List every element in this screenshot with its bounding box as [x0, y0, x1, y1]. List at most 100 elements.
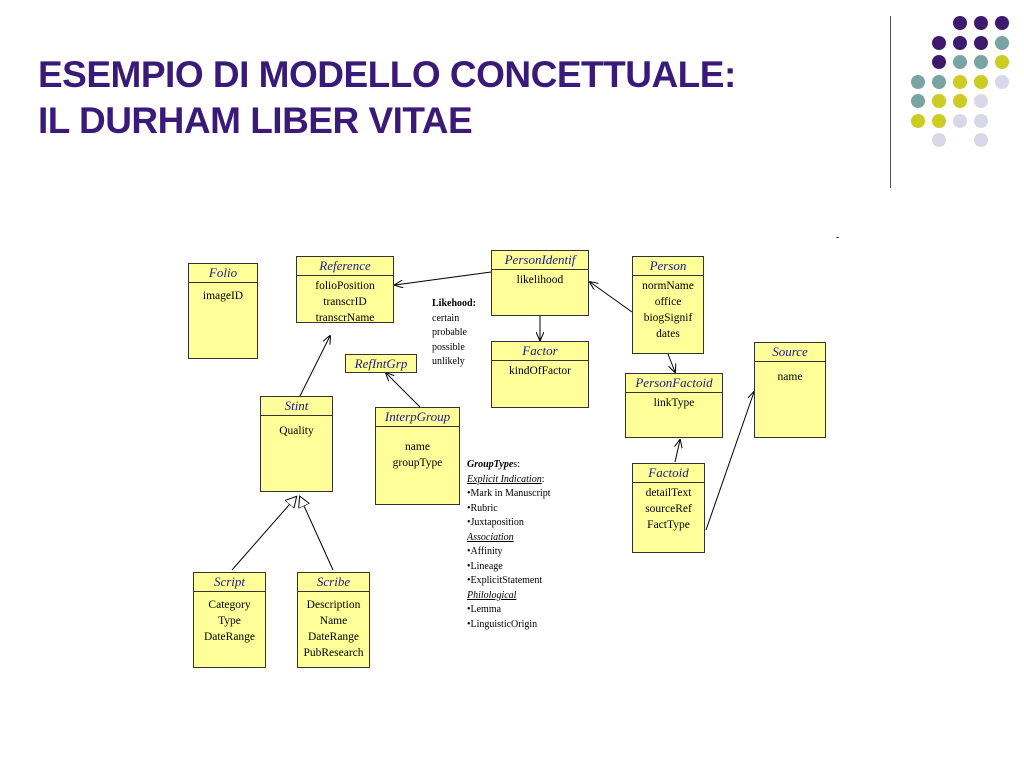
entity-attribute: DateRange	[307, 631, 360, 643]
entity-attribute: PubResearch	[303, 647, 364, 659]
entity-attribute: office	[654, 296, 682, 308]
grouptype-heading-tail: s:	[513, 459, 520, 470]
entity-attribute: dates	[656, 328, 680, 340]
grouptype-item: •Affinity	[467, 546, 503, 557]
entity-factoid: Factoid detailText sourceRef FactType	[632, 463, 705, 553]
entity-attribute: Quality	[279, 425, 314, 437]
entity-title: Folio	[189, 264, 257, 283]
entity-title: Scribe	[298, 573, 369, 592]
decorative-dot	[932, 113, 946, 128]
link-person-personidentif	[590, 282, 633, 313]
entity-attribute: detailText	[645, 487, 692, 499]
slide-title: ESEMPIO DI MODELLO CONCETTUALE: IL DURHA…	[38, 52, 736, 144]
entity-attribute: folioPosition	[315, 280, 375, 292]
likelihood-value: certain	[432, 312, 460, 324]
likelihood-note: Likehood: certain probable possible unli…	[432, 297, 476, 370]
entity-title: Stint	[261, 397, 332, 416]
likelihood-heading: Likehood:	[432, 298, 476, 309]
decorative-dot	[974, 133, 988, 147]
entity-attribute: imageID	[202, 290, 244, 302]
entity-person-factoid: PersonFactoid linkType	[625, 373, 723, 438]
title-line-2: IL DURHAM LIBER VITAE	[38, 100, 473, 141]
decorative-dot	[995, 16, 1009, 30]
grouptype-item: •LinguisticOrigin	[467, 618, 538, 630]
decorative-dot	[953, 113, 967, 128]
link-stint-reference	[299, 336, 330, 397]
grouptype-note: GroupTypes: Explicit Indication: •Mark i…	[467, 458, 551, 632]
entity-title: PersonIdentif	[492, 251, 588, 270]
entity-attribute: Category	[208, 599, 251, 611]
decorative-dot	[974, 16, 988, 30]
entity-title: Reference	[297, 257, 393, 276]
entity-attribute: normName	[642, 280, 694, 292]
decorative-dot	[953, 94, 967, 108]
decorative-dot	[932, 94, 946, 108]
entity-folio: Folio imageID	[188, 263, 258, 359]
entity-reference: Reference folioPosition transcrID transc…	[296, 256, 394, 324]
grouptype-item: •ExplicitStatement	[467, 575, 543, 586]
entity-source: Source name	[754, 342, 826, 438]
entity-attribute: Type	[218, 615, 241, 627]
link-factoid-source	[705, 392, 754, 531]
link-person-personfactoid	[667, 353, 675, 372]
decorative-dot	[911, 94, 925, 108]
likelihood-value: possible	[432, 341, 465, 353]
entity-title: PersonFactoid	[626, 374, 722, 393]
entity-person: Person normName office biogSignif dates	[632, 256, 704, 354]
decorative-dot	[974, 74, 988, 89]
grouptype-section-label: Association	[467, 531, 514, 543]
link-interpgroup-refintgrp	[386, 373, 421, 408]
link-scribe-stint	[300, 497, 334, 571]
entity-factor: Factor kindOfFactor	[491, 341, 589, 408]
grouptype-item: •Lineage	[467, 560, 503, 572]
vertical-divider	[890, 16, 891, 188]
decorative-dot	[932, 55, 946, 69]
grouptype-item: •Rubric	[467, 502, 498, 514]
decorative-dot	[932, 74, 946, 89]
entity-title: Person	[633, 257, 703, 276]
entity-attribute: DateRange	[203, 631, 256, 643]
decorative-dot	[995, 55, 1009, 69]
entity-ref-int-grp: RefIntGrp	[345, 354, 417, 373]
entity-attribute: biogSignif	[643, 312, 693, 324]
entity-title: Factor	[492, 342, 588, 361]
decorative-dot	[932, 133, 946, 147]
decorative-dot	[995, 74, 1009, 89]
entity-stint: Stint Quality	[260, 396, 333, 492]
decorative-dot	[974, 35, 988, 50]
decorative-dot	[953, 16, 967, 30]
entity-attribute: groupType	[392, 457, 443, 469]
stray-dash-mark: -	[836, 232, 840, 243]
decorative-dot	[932, 35, 946, 50]
grouptype-item: •Juxtaposition	[467, 517, 524, 528]
entity-attribute: name	[777, 371, 803, 383]
entity-attribute: transcrID	[323, 296, 367, 308]
decorative-dot	[953, 35, 967, 50]
grouptype-section-label: Philological	[467, 589, 517, 601]
link-personidentif-reference	[395, 271, 492, 285]
entity-attribute: Description	[306, 599, 361, 611]
decorative-dot	[995, 35, 1009, 50]
entity-title: RefIntGrp	[354, 356, 408, 371]
entity-scribe: Scribe Description Name DateRange PubRes…	[297, 572, 370, 668]
grouptype-section-label: Explicit Indication	[467, 473, 542, 485]
grouptype-section-tail: :	[541, 473, 545, 485]
entity-title: Script	[194, 573, 265, 592]
decorative-dot	[974, 55, 988, 69]
decorative-dot	[953, 74, 967, 89]
entity-person-identif: PersonIdentif likelihood	[491, 250, 589, 316]
entity-attribute: linkType	[653, 397, 695, 409]
likelihood-value: unlikely	[432, 356, 465, 367]
decorative-dot	[911, 74, 925, 89]
entity-attribute: name	[405, 441, 430, 453]
grouptype-item: •Lemma	[467, 604, 502, 615]
entity-title: Factoid	[633, 464, 704, 483]
entity-interp-group: InterpGroup name groupType	[375, 407, 460, 505]
decorative-dot	[953, 55, 967, 69]
decorative-dot	[911, 113, 925, 128]
likelihood-value: probable	[432, 327, 467, 338]
link-script-stint	[231, 497, 296, 571]
entity-attribute: kindOfFactor	[509, 365, 571, 377]
grouptype-heading: GroupType	[467, 459, 514, 470]
